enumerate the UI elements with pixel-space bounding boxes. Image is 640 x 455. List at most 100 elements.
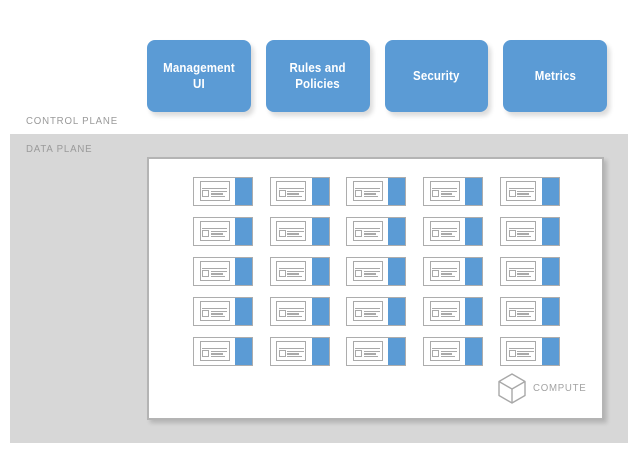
compute-node[interactable] xyxy=(269,256,330,286)
compute-node[interactable] xyxy=(193,176,254,206)
window-titlebar-icon xyxy=(202,184,228,189)
compute-node-body xyxy=(194,338,235,365)
compute-node[interactable] xyxy=(193,216,254,246)
compute-node[interactable] xyxy=(269,296,330,326)
compute-node[interactable] xyxy=(193,296,254,326)
window-lines-icon xyxy=(517,190,534,198)
window-icon xyxy=(352,261,383,281)
window-lines-icon xyxy=(440,310,458,318)
window-lines-icon xyxy=(517,350,534,358)
window-content-icon xyxy=(355,230,381,239)
window-block-icon xyxy=(202,230,210,237)
control-box-security[interactable]: Security xyxy=(384,40,489,112)
window-titlebar-icon xyxy=(355,264,381,269)
window-content-icon xyxy=(508,270,534,279)
compute-node-body xyxy=(194,258,235,285)
compute-node-cell xyxy=(189,291,258,331)
compute-node[interactable] xyxy=(423,176,484,206)
compute-node-accent xyxy=(235,217,253,245)
compute-node-accent xyxy=(311,177,329,205)
compute-node-accent xyxy=(235,337,253,365)
window-content-icon xyxy=(508,350,534,359)
compute-node[interactable] xyxy=(193,256,254,286)
compute-node[interactable] xyxy=(499,336,560,366)
window-block-icon xyxy=(432,190,440,197)
window-content-icon xyxy=(355,310,381,319)
window-icon xyxy=(352,301,383,321)
compute-node-body xyxy=(424,258,465,285)
compute-node-cell xyxy=(495,171,564,211)
window-lines-icon xyxy=(517,270,534,278)
window-block-icon xyxy=(278,350,286,357)
control-box-metrics[interactable]: Metrics xyxy=(503,40,607,112)
compute-node-cell xyxy=(495,211,564,251)
window-content-icon xyxy=(278,350,304,359)
compute-node-cell xyxy=(189,331,258,371)
compute-node[interactable] xyxy=(423,216,484,246)
window-icon xyxy=(429,181,460,201)
window-content-icon xyxy=(355,270,381,279)
compute-node[interactable] xyxy=(269,336,330,366)
compute-node-body xyxy=(347,218,388,245)
compute-node-body xyxy=(347,298,388,325)
compute-node-accent xyxy=(465,217,483,245)
compute-node[interactable] xyxy=(423,336,484,366)
compute-node[interactable] xyxy=(346,296,407,326)
compute-node[interactable] xyxy=(499,256,560,286)
compute-node[interactable] xyxy=(269,176,330,206)
window-content-icon xyxy=(202,230,228,239)
compute-node[interactable] xyxy=(346,336,407,366)
window-block-icon xyxy=(508,350,516,357)
window-block-icon xyxy=(432,310,440,317)
window-lines-icon xyxy=(440,270,458,278)
compute-node-body xyxy=(194,218,235,245)
window-titlebar-icon xyxy=(508,184,534,189)
window-icon xyxy=(506,301,537,321)
window-icon xyxy=(199,301,230,321)
compute-node-accent xyxy=(465,257,483,285)
window-titlebar-icon xyxy=(202,224,228,229)
window-titlebar-icon xyxy=(202,304,228,309)
compute-node[interactable] xyxy=(499,176,560,206)
compute-node-accent xyxy=(465,177,483,205)
compute-node-cell xyxy=(266,171,335,211)
window-titlebar-icon xyxy=(432,264,458,269)
compute-node[interactable] xyxy=(499,216,560,246)
window-icon xyxy=(276,261,307,281)
compute-node-cell xyxy=(419,291,488,331)
window-lines-icon xyxy=(210,310,228,318)
compute-node-body xyxy=(347,258,388,285)
window-content-icon xyxy=(432,350,458,359)
window-icon xyxy=(506,181,537,201)
compute-node-cell xyxy=(189,171,258,211)
compute-node-accent xyxy=(311,337,329,365)
compute-node[interactable] xyxy=(193,336,254,366)
window-icon xyxy=(199,341,230,361)
window-block-icon xyxy=(355,190,363,197)
compute-node-accent xyxy=(541,217,559,245)
compute-node-grid xyxy=(189,171,564,371)
compute-node[interactable] xyxy=(346,216,407,246)
compute-node[interactable] xyxy=(423,256,484,286)
window-icon xyxy=(276,341,307,361)
compute-node[interactable] xyxy=(346,256,407,286)
compute-node-body xyxy=(271,338,312,365)
window-content-icon xyxy=(202,190,228,199)
compute-node-cell xyxy=(342,291,411,331)
compute-node-accent xyxy=(388,257,406,285)
window-content-icon xyxy=(508,230,534,239)
compute-node-body xyxy=(347,178,388,205)
compute-node[interactable] xyxy=(269,216,330,246)
compute-node-body xyxy=(424,178,465,205)
window-titlebar-icon xyxy=(508,224,534,229)
compute-node[interactable] xyxy=(346,176,407,206)
window-content-icon xyxy=(432,190,458,199)
compute-node[interactable] xyxy=(423,296,484,326)
window-icon xyxy=(276,181,307,201)
window-icon xyxy=(429,221,460,241)
window-titlebar-icon xyxy=(432,224,458,229)
compute-node[interactable] xyxy=(499,296,560,326)
